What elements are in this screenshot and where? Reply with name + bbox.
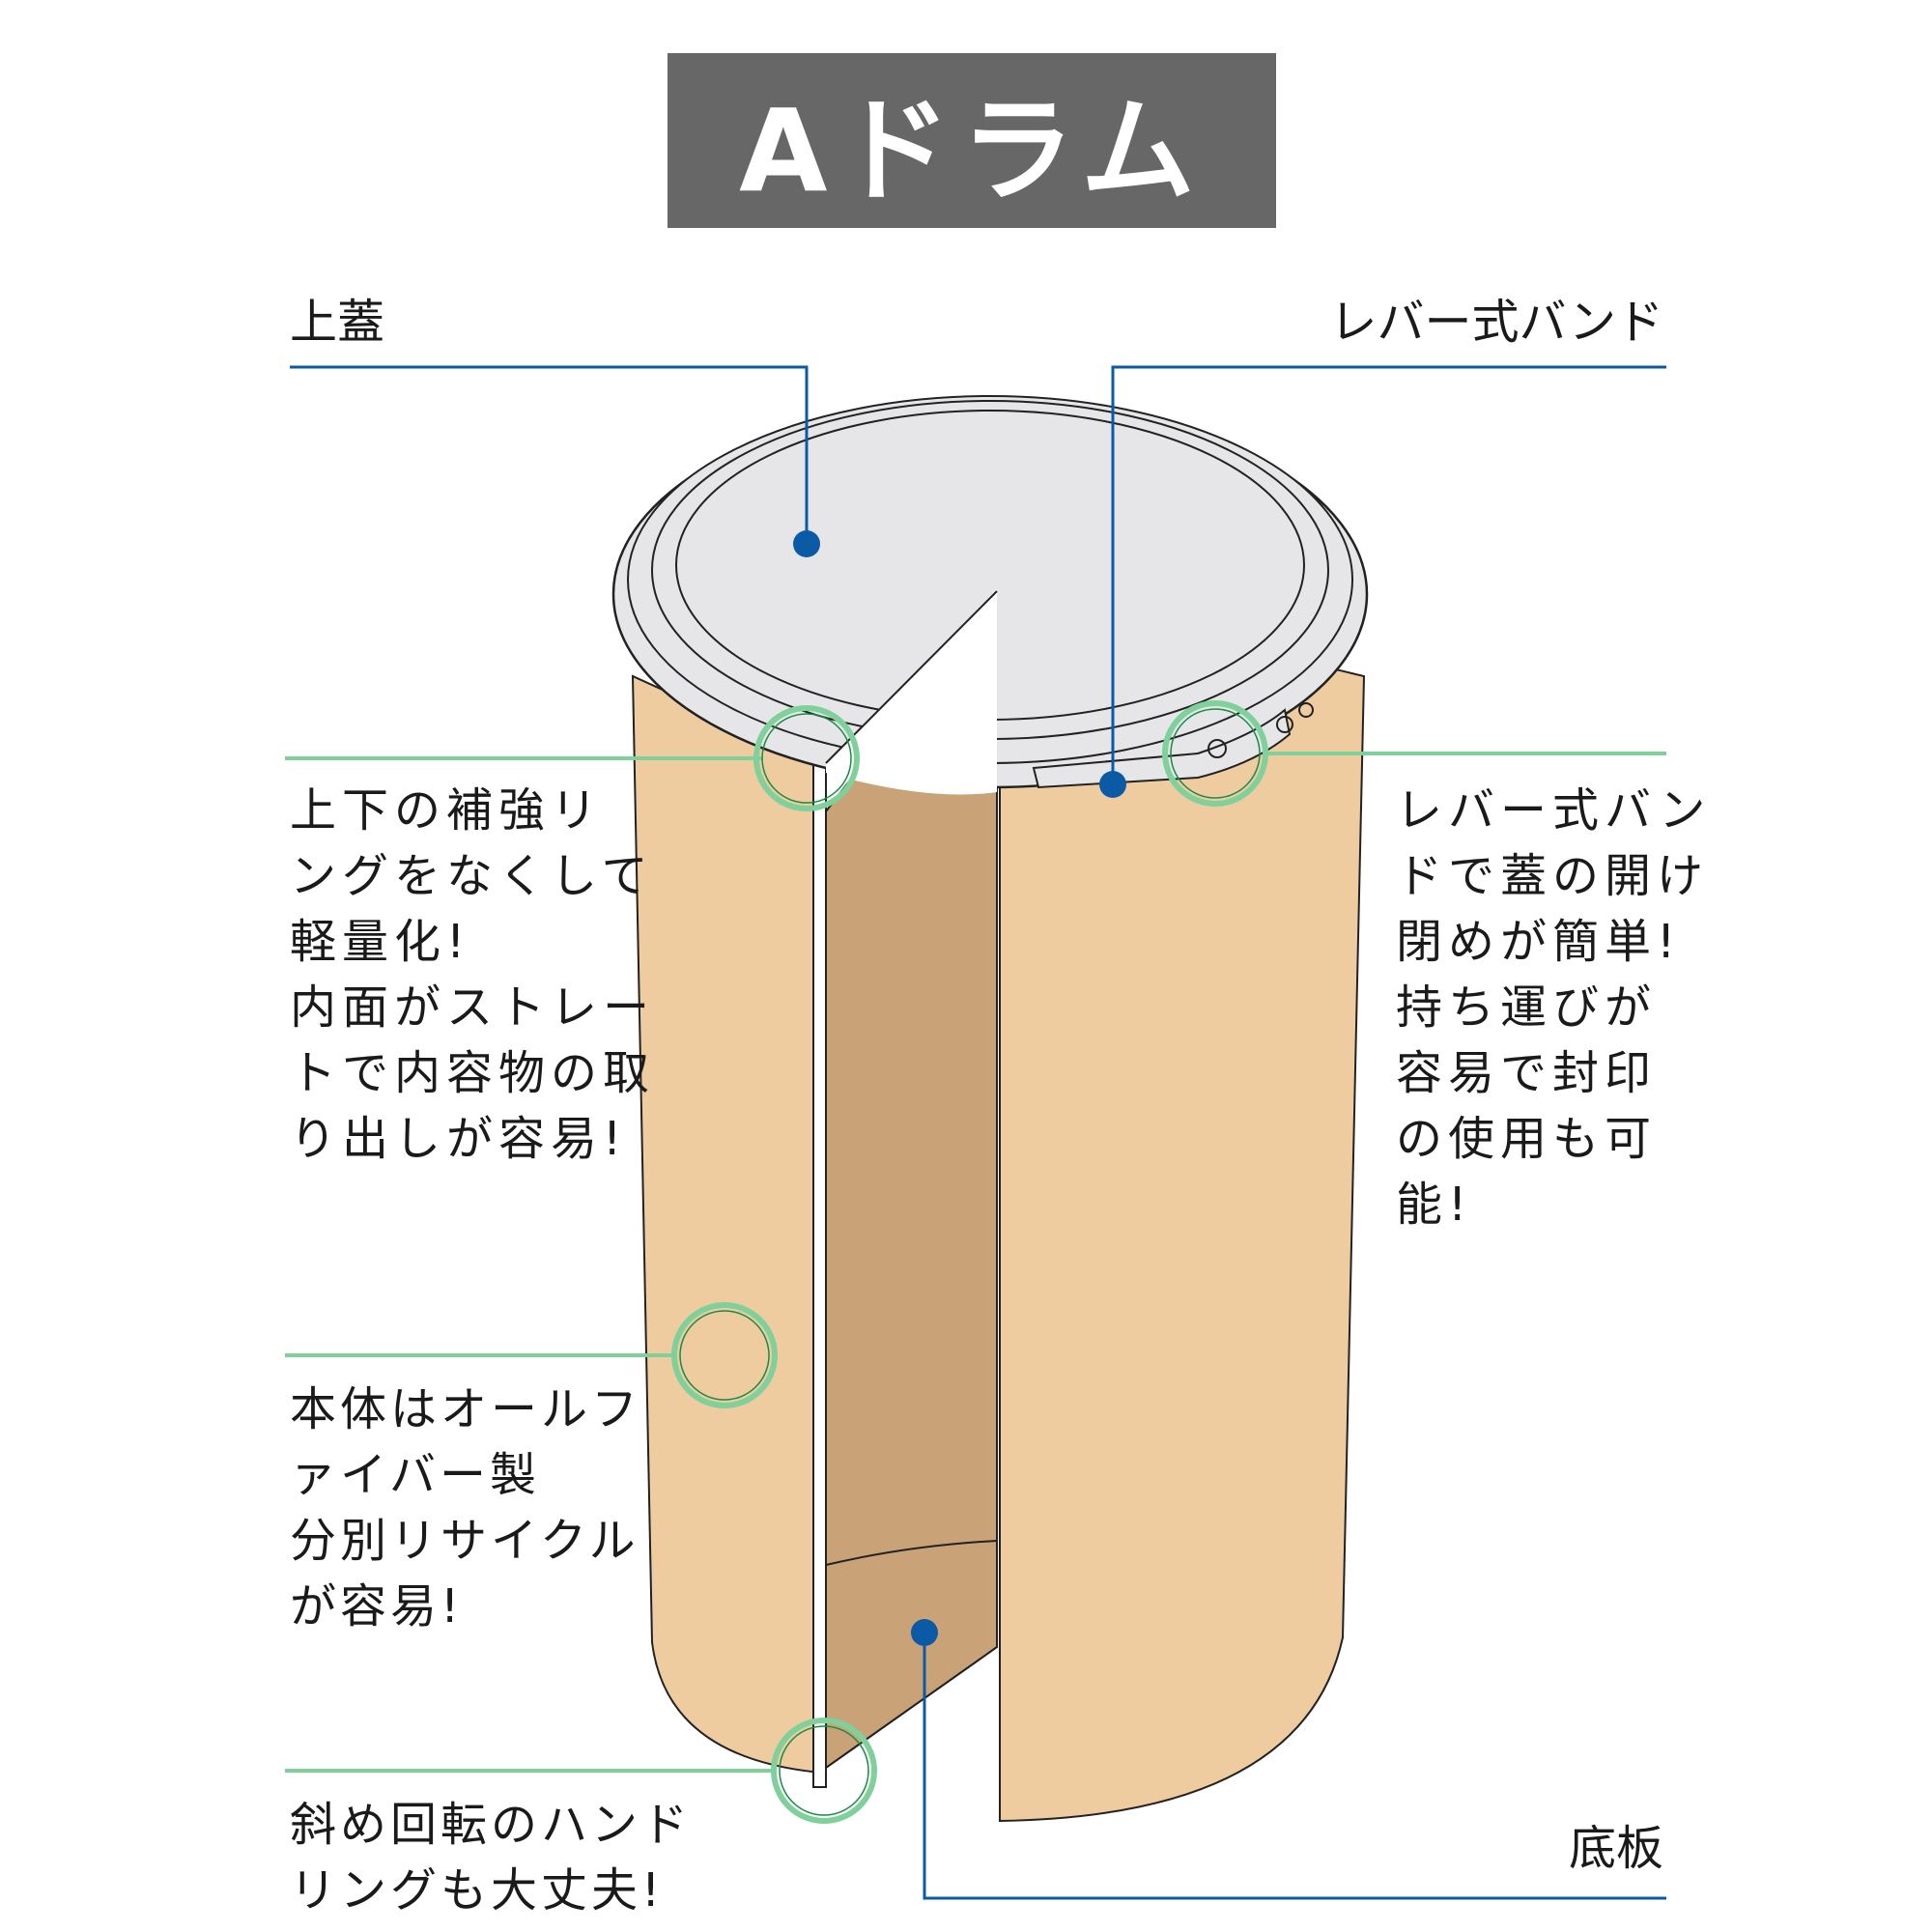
drum-body xyxy=(631,674,826,1775)
leader-lever-band-dot xyxy=(1099,771,1126,798)
note-line: 分別リサイクル xyxy=(290,1514,639,1568)
note-line: が容易! xyxy=(290,1579,464,1634)
note-line: 容易で封印 xyxy=(1396,1046,1658,1100)
title-banner: Aドラム xyxy=(668,53,1276,228)
note-line: リングも大丈夫! xyxy=(290,1863,665,1918)
note-line: 閉めが簡単! xyxy=(1396,915,1682,969)
bottom-plate xyxy=(825,1539,998,1770)
label-lever-band: レバー式バンド xyxy=(1329,295,1663,350)
callout-circle-fiber-inner xyxy=(679,1310,770,1401)
callout-circle-lever-band-inner xyxy=(1170,708,1261,799)
cut-edge xyxy=(812,762,827,1788)
note-line: 本体はオールフ xyxy=(290,1382,642,1436)
note-line: ァイバー製 xyxy=(290,1448,541,1502)
note-handling: 斜め回転のハンド リングも大丈夫! xyxy=(290,1792,692,1923)
callout-circle-fiber xyxy=(671,1302,778,1408)
lid-cutaway xyxy=(826,589,997,795)
note-line: レバー式バン xyxy=(1396,783,1712,838)
note-line: 能! xyxy=(1396,1178,1473,1232)
note-line: 内面がストレー xyxy=(290,980,656,1035)
drum-body-right xyxy=(999,587,1366,1823)
leader-bottom-plate xyxy=(923,1633,1666,1900)
note-line: トで内容物の取 xyxy=(290,1046,656,1100)
title-text: Aドラム xyxy=(739,84,1205,217)
callout-circle-lever-band xyxy=(1162,700,1268,807)
callout-circle-handling xyxy=(771,1718,877,1824)
lid-cut-edge xyxy=(825,590,998,764)
note-line: 上下の補強リ xyxy=(290,783,604,838)
label-bottom-plate: 底板 xyxy=(1568,1821,1663,1876)
callout-circle-reinforcement xyxy=(753,705,860,811)
leader-lever-band xyxy=(1111,365,1666,782)
lever-band-strip xyxy=(1032,708,1292,789)
lever-band-rivet-3 xyxy=(1298,702,1314,718)
lever-band-rivet-2 xyxy=(1276,716,1293,733)
note-line: ドで蓋の開け xyxy=(1396,849,1710,903)
note-line: の使用も可 xyxy=(1396,1112,1658,1166)
note-line: 持ち運びが xyxy=(1396,980,1658,1035)
leader-bottom-plate-dot xyxy=(911,1619,938,1646)
label-lid: 上蓋 xyxy=(290,295,385,350)
note-line: り出しが容易! xyxy=(290,1112,628,1166)
note-line: 軽量化! xyxy=(290,915,471,969)
note-reinforcement: 上下の補強リ ングをなくして 軽量化! 内面がストレー トで内容物の取 り出しが… xyxy=(290,778,655,1172)
note-line: ングをなくして xyxy=(290,849,654,903)
note-fiber: 本体はオールフ ァイバー製 分別リサイクル が容易! xyxy=(290,1377,641,1639)
callout-circle-reinforcement-inner xyxy=(761,713,852,804)
callout-circle-handling-inner xyxy=(779,1725,869,1816)
leader-lid-dot xyxy=(793,530,820,557)
lever-band-rivet-1 xyxy=(1208,739,1227,758)
note-line: 斜め回転のハンド xyxy=(290,1798,693,1852)
leader-lid xyxy=(290,365,809,541)
note-lever-band: レバー式バン ドで蓋の開け 閉めが簡単! 持ち運びが 容易で封印 の使用も可 能… xyxy=(1396,778,1711,1237)
